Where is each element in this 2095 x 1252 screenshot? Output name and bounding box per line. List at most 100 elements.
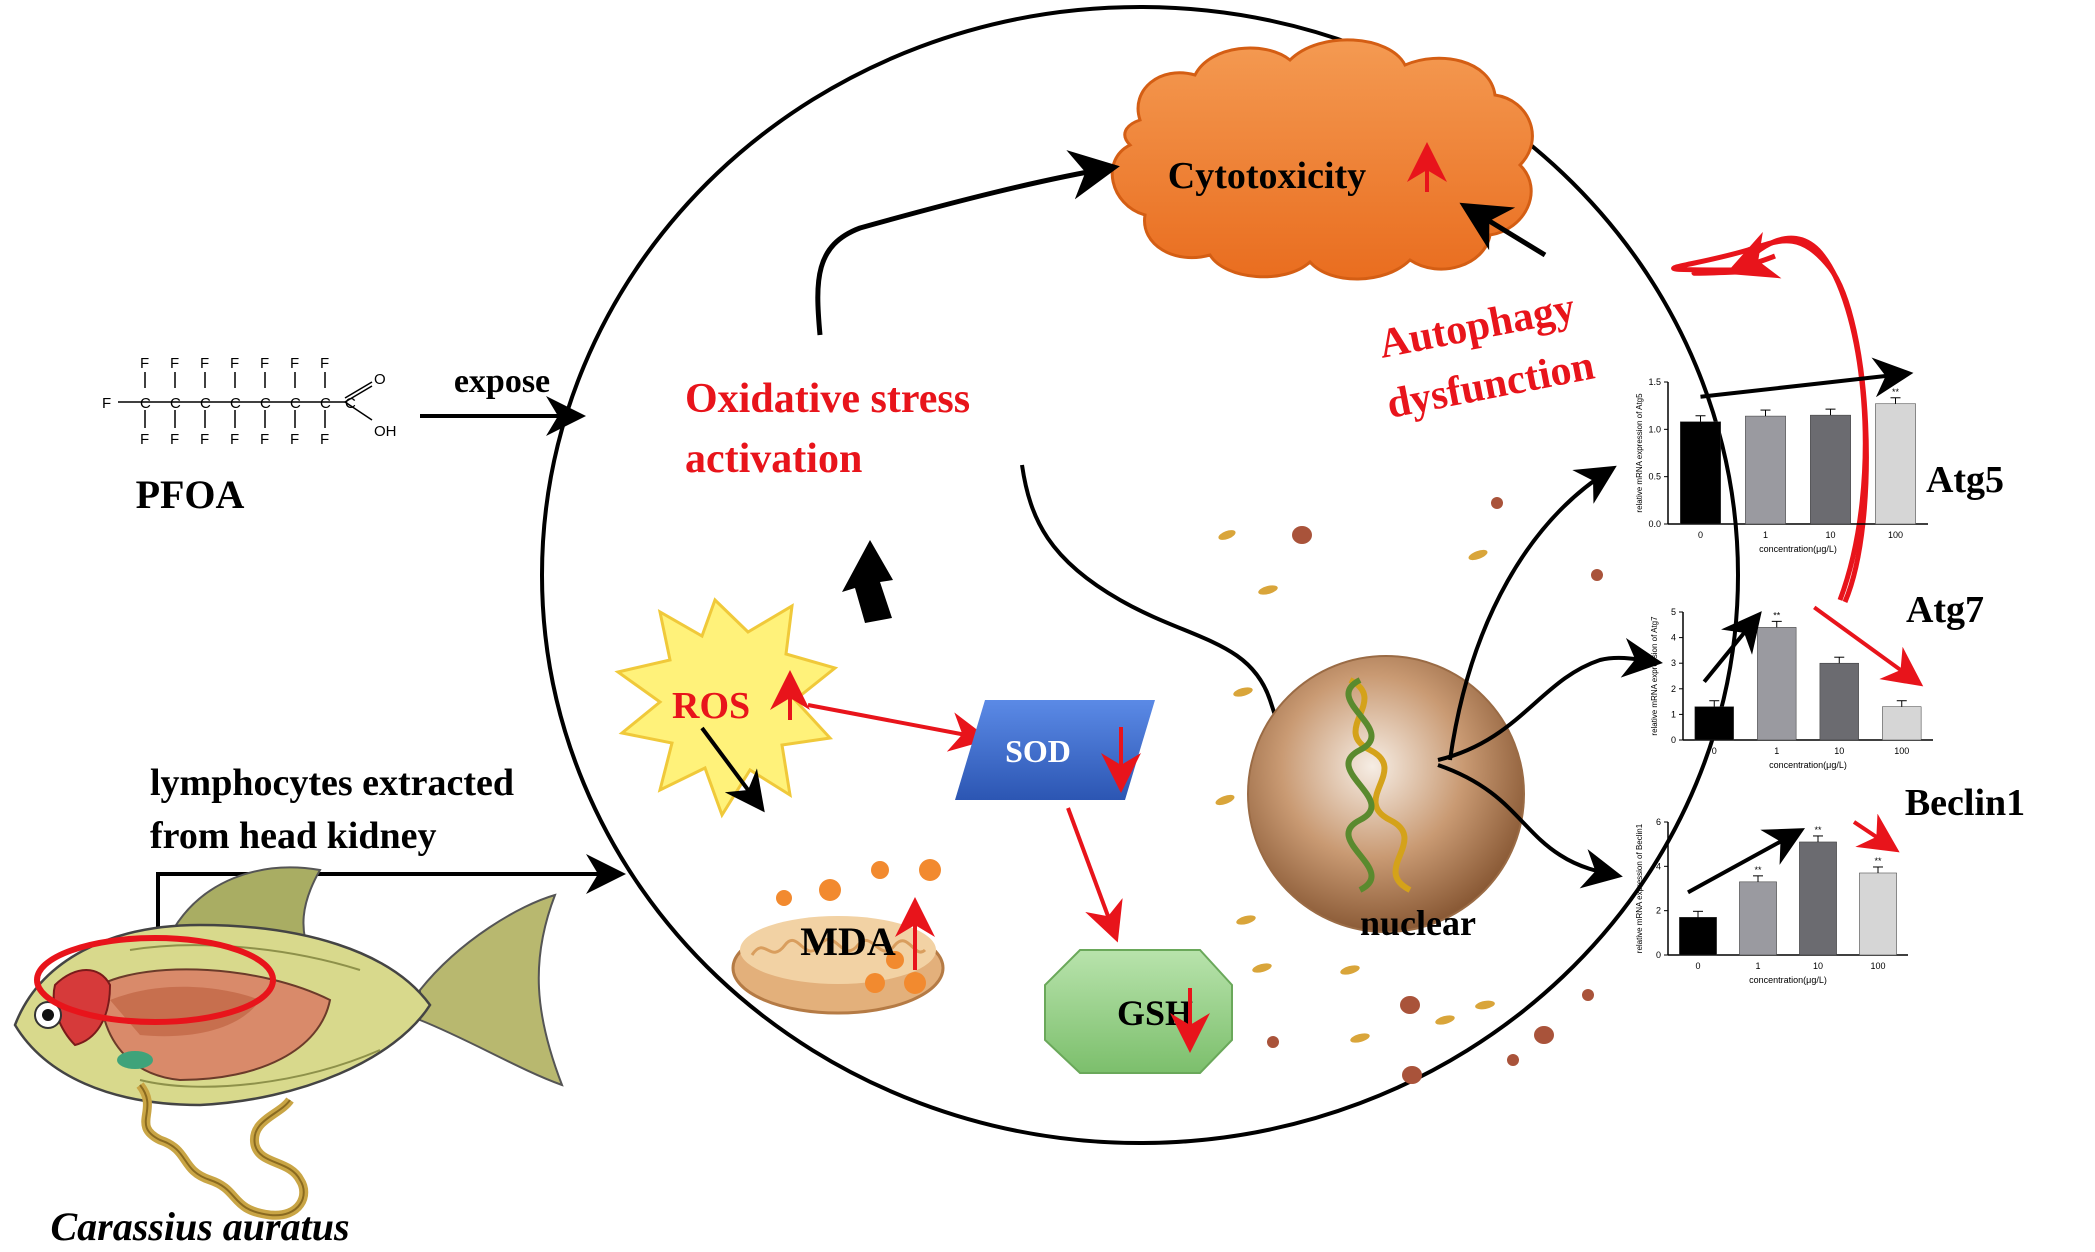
mitochondrion	[731, 859, 945, 1015]
chart-trend-up-arrow	[1702, 611, 1762, 683]
oxidative-to-cytotoxicity-arrow	[815, 150, 1120, 336]
chart-ytick-label: 0.5	[1648, 472, 1661, 482]
chart-bar	[1694, 706, 1734, 741]
chart-ytick-label: 6	[1656, 817, 1661, 827]
nucleus-to-atg5-arrow	[1448, 465, 1617, 761]
chart-title: Beclin1	[1905, 782, 2025, 824]
ros-label: ROS	[672, 685, 750, 727]
chart-ytick-label: 1.0	[1648, 424, 1661, 434]
cell-membrane	[540, 5, 1740, 1145]
chart-x-axis-label: concentration(μg/L)	[1759, 544, 1837, 554]
pfoa-f-atom: F	[102, 395, 111, 412]
pfoa-f-atom: F	[230, 355, 239, 372]
mda-label: MDA	[800, 919, 896, 964]
chart-category-label: 100	[1870, 961, 1885, 971]
chart-category-label: 10	[1813, 961, 1823, 971]
pfoa-c-atom: C	[230, 395, 241, 412]
chart-category-label: 100	[1894, 746, 1909, 756]
pfoa-c-atom: C	[320, 395, 331, 412]
chart-category-label: 1	[1763, 530, 1768, 540]
chart-y-axis-label: relative mRNA expression of Atg7	[1650, 616, 1659, 736]
pfoa-f-atom: F	[260, 431, 269, 448]
pfoa-f-atom: F	[320, 431, 329, 448]
chart-ytick-label: 0.0	[1648, 519, 1661, 529]
oxidative-stress-label-line2: activation	[685, 436, 862, 482]
chart-title: Atg5	[1926, 459, 2004, 501]
chart-category-label: 1	[1755, 961, 1760, 971]
chart-category-label: 0	[1712, 746, 1717, 756]
pfoa-c-atom: C	[260, 395, 271, 412]
nucleus-to-atg7-arrow	[1437, 637, 1663, 762]
fish-illustration	[13, 866, 564, 1220]
chart-significance-label: **	[1773, 610, 1781, 620]
chart-bar	[1757, 627, 1797, 741]
chart-y-axis-label: relative mRNA expression of Beclin1	[1635, 823, 1644, 953]
lymphocytes-arrow	[156, 854, 626, 940]
pfoa-c-atom: C	[290, 395, 301, 412]
sod-label: SOD	[1005, 733, 1071, 769]
pfoa-o-atom: O	[374, 371, 386, 388]
chart-bar	[1875, 403, 1916, 525]
pfoa-f-atom: F	[140, 431, 149, 448]
chart-category-label: 0	[1695, 961, 1700, 971]
chart-ytick-label: 0	[1656, 950, 1661, 960]
lymphocytes-label-line2: from head kidney	[150, 815, 436, 857]
pfoa-f-atom: F	[230, 431, 239, 448]
nuclear-label: nuclear	[1360, 903, 1476, 943]
chart-category-label: 1	[1774, 746, 1779, 756]
pfoa-label: PFOA	[136, 472, 245, 517]
chart-bar	[1679, 917, 1717, 956]
chart-ytick-label: 2	[1671, 684, 1676, 694]
pfoa-f-atom: F	[290, 355, 299, 372]
chart-bar	[1799, 841, 1837, 956]
autophagy-to-cytotoxicity-arrow	[1459, 202, 1547, 258]
chart-trend-up-arrow	[1700, 357, 1914, 399]
pfoa-f-atom: F	[200, 431, 209, 448]
chart-ytick-label: 3	[1671, 658, 1676, 668]
chart-bar	[1745, 415, 1786, 525]
chart-trend-down-arrow	[1813, 605, 1924, 687]
gsh-label: GSH	[1117, 993, 1193, 1033]
pfoa-oh-group: OH	[374, 423, 397, 440]
chart-title: Atg7	[1906, 589, 1984, 631]
chart-ytick-label: 4	[1671, 633, 1676, 643]
pfoa-f-atom: F	[260, 355, 269, 372]
oxidative-stress-label-line1: Oxidative stress	[685, 376, 970, 422]
pfoa-c-atom: C	[345, 395, 356, 412]
pfoa-f-atom: F	[290, 431, 299, 448]
ros-to-oxidative-thick-arrow	[842, 540, 893, 623]
chart-bar	[1882, 706, 1922, 741]
ros-to-mda-arrow	[700, 726, 765, 813]
chart-ytick-label: 2	[1656, 906, 1661, 916]
dna-helix	[1345, 677, 1412, 893]
chart-category-label: 10	[1825, 530, 1835, 540]
chart-category-label: 10	[1834, 746, 1844, 756]
pfoa-c-atom: C	[170, 395, 181, 412]
chart-x-axis-label: concentration(μg/L)	[1749, 975, 1827, 985]
pfoa-f-atom: F	[140, 355, 149, 372]
chart-significance-label: **	[1892, 387, 1900, 397]
chart-ytick-label: 0	[1671, 735, 1676, 745]
pfoa-f-atom: F	[320, 355, 329, 372]
pfoa-c-atom: C	[140, 395, 151, 412]
pfoa-f-atom: F	[170, 431, 179, 448]
chart-trend-down-arrow	[1852, 813, 1900, 853]
chart-x-axis-label: concentration(μg/L)	[1769, 760, 1847, 770]
chart-ytick-label: 1.5	[1648, 377, 1661, 387]
pfoa-f-atom: F	[200, 355, 209, 372]
ros-to-sod-arrow	[807, 703, 990, 752]
cytoplasm-particles	[1215, 497, 1603, 1084]
chart-beclin1: 02460**1**10**100concentration(μg/L)rela…	[1635, 782, 2025, 985]
nucleus-to-beclin1-arrow	[1437, 763, 1623, 889]
chart-category-label: 0	[1698, 530, 1703, 540]
head-kidney-highlight	[34, 935, 276, 1025]
chart-significance-label: **	[1754, 865, 1762, 875]
cytotoxicity-label: Cytotoxicity	[1168, 155, 1366, 197]
expose-label: expose	[454, 363, 550, 400]
species-label: Carassius auratus	[50, 1204, 349, 1249]
chart-ytick-label: 1	[1671, 709, 1676, 719]
pfoa-f-atom: F	[170, 355, 179, 372]
